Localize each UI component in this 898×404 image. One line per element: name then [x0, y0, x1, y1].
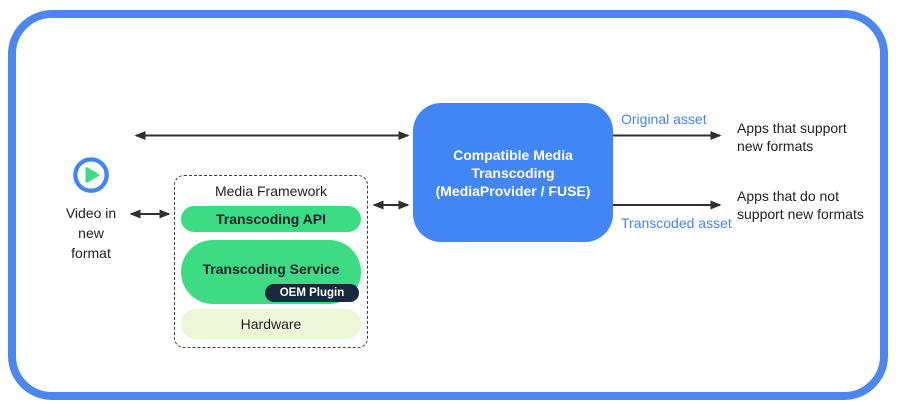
transcoding-box-line: Compatible Media: [453, 146, 573, 163]
apps-support-line: Apps that support: [737, 120, 847, 136]
media-framework-title: Media Framework: [214, 183, 328, 199]
transcoding-service-pill: Transcoding Service OEM Plugin: [181, 240, 361, 304]
oem-plugin-label: OEM Plugin: [279, 287, 345, 299]
video-source-line: new: [78, 225, 104, 241]
transcoding-api-label: Transcoding API: [216, 211, 326, 227]
hardware-pill: Hardware: [181, 309, 361, 339]
apps-support-line: new formats: [737, 138, 814, 154]
video-source-line: format: [71, 245, 111, 261]
transcoded-asset-label: Transcoded asset: [621, 215, 732, 231]
transcoding-service-label: Transcoding Service: [202, 261, 340, 277]
outer-frame: [8, 10, 888, 400]
hardware-label: Hardware: [240, 316, 302, 332]
compatible-media-transcoding-box: Compatible Media Transcoding (MediaProvi…: [413, 103, 613, 242]
original-asset-label: Original asset: [621, 111, 707, 127]
play-icon: [73, 157, 109, 193]
transcoding-box-line: (MediaProvider / FUSE): [435, 182, 591, 199]
transcoding-api-pill: Transcoding API: [181, 206, 361, 232]
apps-no-support-line: support new formats: [737, 206, 864, 222]
apps-no-support-line: Apps that do not: [737, 188, 839, 204]
apps-no-support-text: Apps that do not support new formats: [737, 187, 864, 223]
video-source-label: Video in new format: [54, 203, 128, 263]
video-source-line: Video in: [65, 205, 117, 221]
apps-support-text: Apps that support new formats: [737, 119, 847, 155]
oem-plugin-pill: OEM Plugin: [265, 284, 359, 302]
transcoding-box-line: Transcoding: [471, 164, 555, 181]
